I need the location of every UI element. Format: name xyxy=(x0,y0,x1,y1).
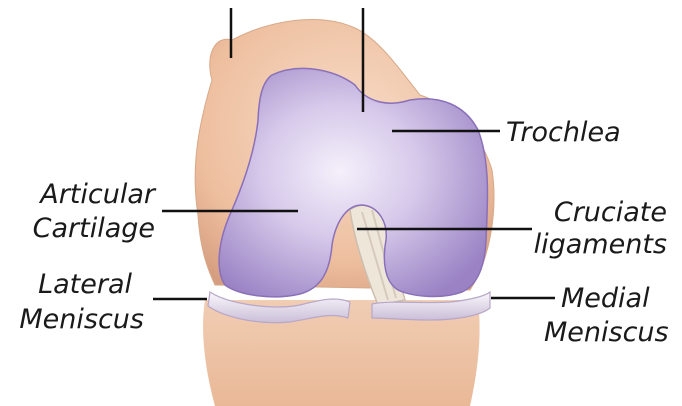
label-cruciate: Cruciate xyxy=(554,197,667,228)
label-lateral-meniscus: Meniscus xyxy=(19,304,144,335)
label-articular: Articular xyxy=(38,179,157,210)
label-cartilage: Cartilage xyxy=(33,213,155,244)
label-ligaments: ligaments xyxy=(534,229,667,260)
label-medial-meniscus: Meniscus xyxy=(544,317,669,348)
label-medial: Medial xyxy=(561,283,650,314)
label-trochlea: Trochlea xyxy=(506,117,621,148)
label-lateral: Lateral xyxy=(38,269,132,300)
